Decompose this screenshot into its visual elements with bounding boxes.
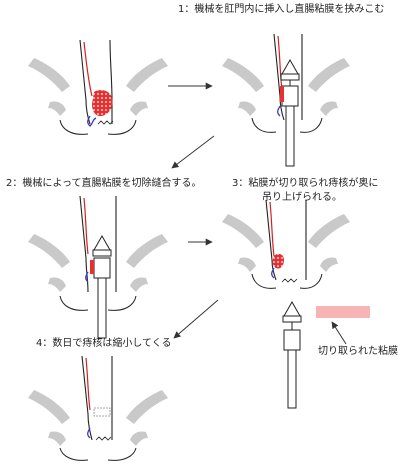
device-anvil: [281, 58, 299, 75]
right-buttock: [107, 119, 137, 135]
caption-step-1: 1：機械を肛門内に挿入し直腸粘膜を挟みこむ: [178, 4, 385, 15]
pointer-arrow: [331, 321, 347, 345]
panel-1-anatomy: [28, 39, 168, 135]
caption-step-3-line-1: 3：粘膜が切り取られ痔核が奥に: [232, 178, 379, 189]
caption-step-3-line-2: 吊り上げられる。: [262, 192, 342, 203]
left-buttock: [59, 119, 89, 135]
pinched-mucosa: [280, 86, 284, 102]
excised-mucosa: [316, 306, 370, 318]
device-casing: [281, 85, 299, 107]
device-shaft: [285, 105, 295, 167]
left-shadow: [28, 58, 70, 92]
panel-4-lifted: [222, 199, 350, 289]
red-vessel: [83, 41, 93, 97]
blue-vessel: [87, 115, 97, 127]
rectal-wall-right: [109, 39, 113, 124]
caption-excised-mucosa: 切り取られた粘膜: [318, 346, 398, 357]
flow-arrow-2: [171, 135, 215, 169]
panel-3-cut-staple: [28, 195, 168, 339]
flow-arrow-4: [173, 299, 219, 339]
right-shadow: [126, 58, 168, 92]
device-anvil-base: [280, 73, 300, 81]
caption-step-4: 4：数日で痔核は縮小してくる: [36, 338, 172, 349]
dentate-line: [97, 120, 114, 125]
caption-step-2: 2：機械によって直腸粘膜を切除縫合する。: [6, 178, 202, 189]
panel-2-device-inserted: [222, 33, 350, 167]
staple-line: [93, 407, 111, 417]
panel-5-healed: [28, 355, 168, 461]
removed-device: [282, 300, 302, 409]
